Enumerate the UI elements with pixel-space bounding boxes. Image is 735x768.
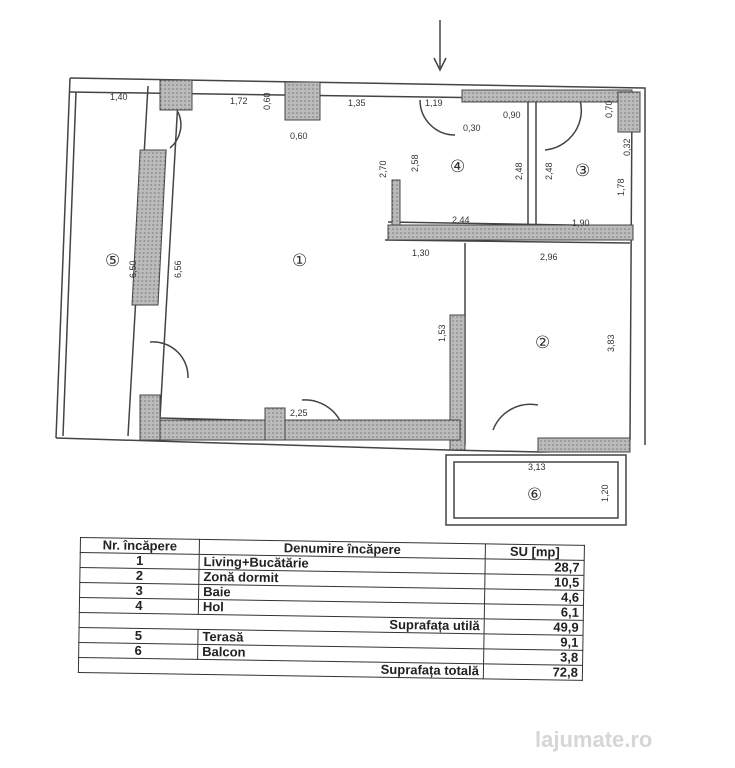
room-6-label: ⑥ xyxy=(527,485,542,504)
dim-label: 2,70 xyxy=(378,160,388,178)
useful-area-value: 49,9 xyxy=(484,618,584,636)
cell-su: 4,6 xyxy=(484,588,584,606)
floor-plan: ⑤ ① ④ ③ ② ⑥ 1,40 1,72 0,60 0,60 1,35 1,1… xyxy=(55,20,646,526)
dim-label: 0,32 xyxy=(622,138,632,156)
dim-label: 1,35 xyxy=(348,98,366,108)
dim-label: 1,40 xyxy=(110,92,128,102)
room-1-label: ① xyxy=(292,251,307,270)
room-5-label: ⑤ xyxy=(105,251,120,270)
cell-su: 3,8 xyxy=(483,648,583,666)
dim-label: 0,70 xyxy=(604,100,614,118)
dim-label: 0,90 xyxy=(503,110,521,120)
dim-label: 3,83 xyxy=(606,334,616,352)
dim-label: 2,58 xyxy=(410,154,420,172)
dim-label: 2,48 xyxy=(544,162,554,180)
cell-su: 28,7 xyxy=(484,558,585,576)
cell-su: 9,1 xyxy=(483,633,584,651)
room-3-label: ③ xyxy=(575,161,590,180)
dim-label: 1,90 xyxy=(572,218,590,228)
dim-label: 0,60 xyxy=(290,131,308,141)
cell-su: 10,5 xyxy=(484,573,584,591)
dim-label: 1,53 xyxy=(437,324,447,342)
total-area-value: 72,8 xyxy=(483,663,583,681)
dim-label: 6,50 xyxy=(128,260,138,278)
cell-su: 6,1 xyxy=(484,603,584,621)
dim-label: 3,13 xyxy=(528,462,546,472)
rooms-table: Nr. încăpere Denumire încăpere SU [mp] 1… xyxy=(78,537,585,681)
dim-label: 1,72 xyxy=(230,96,248,106)
dim-label: 2,96 xyxy=(540,252,558,262)
dim-label: 2,44 xyxy=(452,215,470,225)
room-4-label: ④ xyxy=(450,157,465,176)
room-2-label: ② xyxy=(535,333,550,352)
dim-label: 1,78 xyxy=(616,178,626,196)
dim-label: 0,60 xyxy=(262,92,272,110)
dim-label: 2,25 xyxy=(290,408,308,418)
dim-label: 1,30 xyxy=(412,248,430,258)
dim-label: 6,56 xyxy=(173,260,183,278)
dim-label: 0,30 xyxy=(463,123,481,133)
dim-label: 1,20 xyxy=(600,484,610,502)
dim-label: 1,19 xyxy=(425,98,443,108)
header-su: SU [mp] xyxy=(485,544,585,561)
dim-label: 2,48 xyxy=(514,162,524,180)
watermark: lajumate.ro xyxy=(535,727,653,752)
